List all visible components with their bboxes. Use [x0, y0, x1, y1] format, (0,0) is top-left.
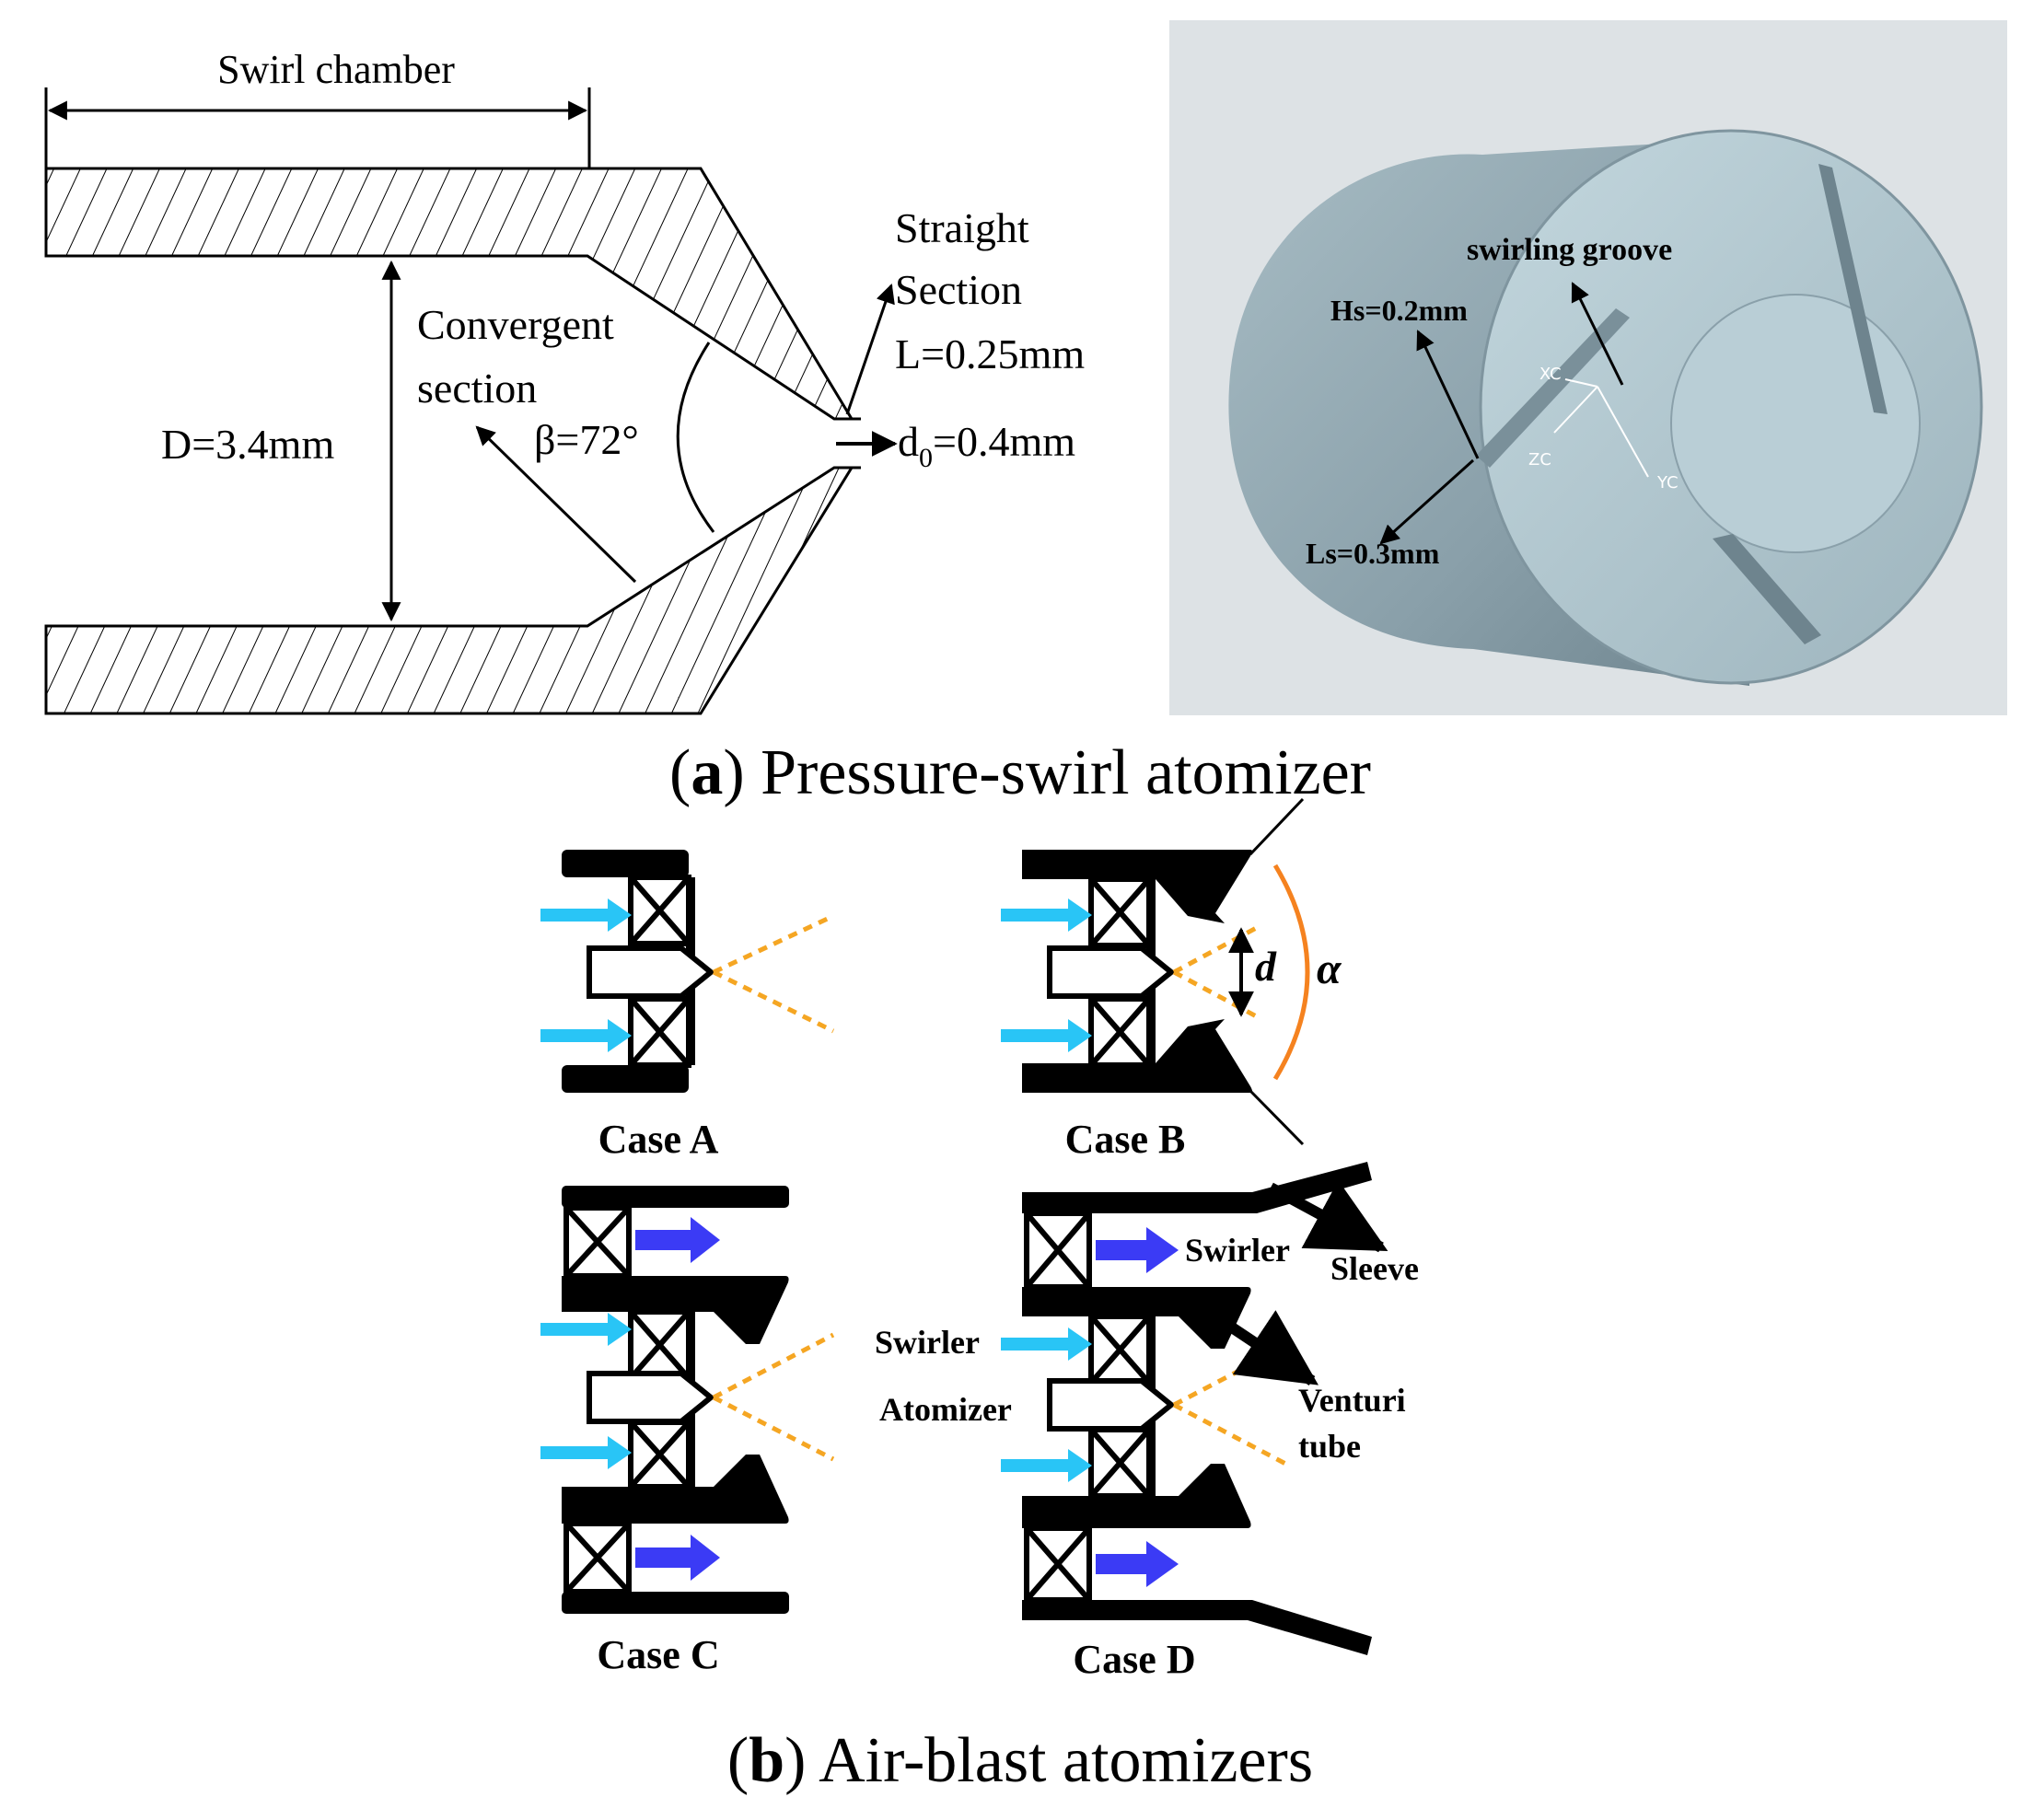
case-b-label: Case B	[1065, 1117, 1186, 1162]
caption-a: (a) Pressure-swirl atomizer	[669, 737, 1371, 808]
diameter-label: D=3.4mm	[161, 421, 334, 468]
nozzle-cross-section: Swirl chamber D=3.4mm β=72° Convergent s…	[44, 47, 1085, 715]
alpha-label: α	[1317, 945, 1342, 993]
convergent-label-2: section	[417, 365, 537, 412]
groove-leader	[1571, 282, 1624, 386]
case-a-diagram: Case A	[540, 850, 835, 1162]
atomizer-label: Atomizer	[879, 1391, 1012, 1428]
cylinder-bore	[1670, 294, 1921, 553]
axis-xc-label: XC	[1539, 365, 1562, 384]
groove-middle	[1476, 308, 1630, 468]
axis-yc-label: YC	[1656, 473, 1679, 493]
beta-arc	[676, 342, 715, 533]
swirler-outer-label: Swirler	[1185, 1232, 1290, 1269]
convergent-label-1: Convergent	[417, 301, 614, 348]
hs-label: Hs=0.2mm	[1330, 294, 1468, 327]
case-a-label: Case A	[598, 1117, 719, 1162]
convergent-leader	[475, 425, 637, 584]
swirler-render: XC YC ZC swirling groove Hs=0.2mm Ls=0.3…	[1169, 20, 2007, 715]
axis-zc-label: ZC	[1528, 450, 1551, 469]
straight-label-2: Section	[895, 266, 1022, 313]
case-b-diagram: d α Case B	[1001, 797, 1342, 1162]
case-d-label: Case D	[1073, 1637, 1195, 1682]
coordinate-axes: XC YC ZC	[1528, 365, 1679, 493]
lower-wall	[44, 466, 854, 715]
swirler-inner-label: Swirler	[875, 1324, 980, 1361]
straight-length-label: L=0.25mm	[895, 330, 1085, 377]
swirling-groove-label: swirling groove	[1467, 233, 1672, 267]
groove-top	[1818, 164, 1888, 414]
straight-label-1: Straight	[895, 204, 1029, 251]
orifice-label: d0=0.4mm	[898, 418, 1075, 473]
hs-leader	[1416, 330, 1480, 459]
venturi-label-1: Venturi	[1298, 1382, 1406, 1419]
venturi-label-2: tube	[1298, 1428, 1361, 1465]
ls-label: Ls=0.3mm	[1306, 537, 1440, 570]
sleeve-label: Sleeve	[1330, 1250, 1419, 1287]
alpha-arc	[1272, 864, 1310, 1081]
beta-label: β=72°	[534, 416, 639, 463]
case-c-diagram: Case C	[540, 1186, 835, 1677]
groove-bottom	[1713, 534, 1821, 644]
swirl-chamber-label: Swirl chamber	[217, 47, 455, 92]
straight-leader	[845, 284, 895, 415]
case-b-d-label: d	[1255, 943, 1277, 990]
ls-leader	[1379, 458, 1475, 545]
caption-b: (b) Air-blast atomizers	[727, 1725, 1313, 1796]
case-c-label: Case C	[597, 1632, 719, 1677]
case-d-diagram: Swirler Sleeve Swirler Atomizer Venturi …	[875, 1162, 1419, 1682]
